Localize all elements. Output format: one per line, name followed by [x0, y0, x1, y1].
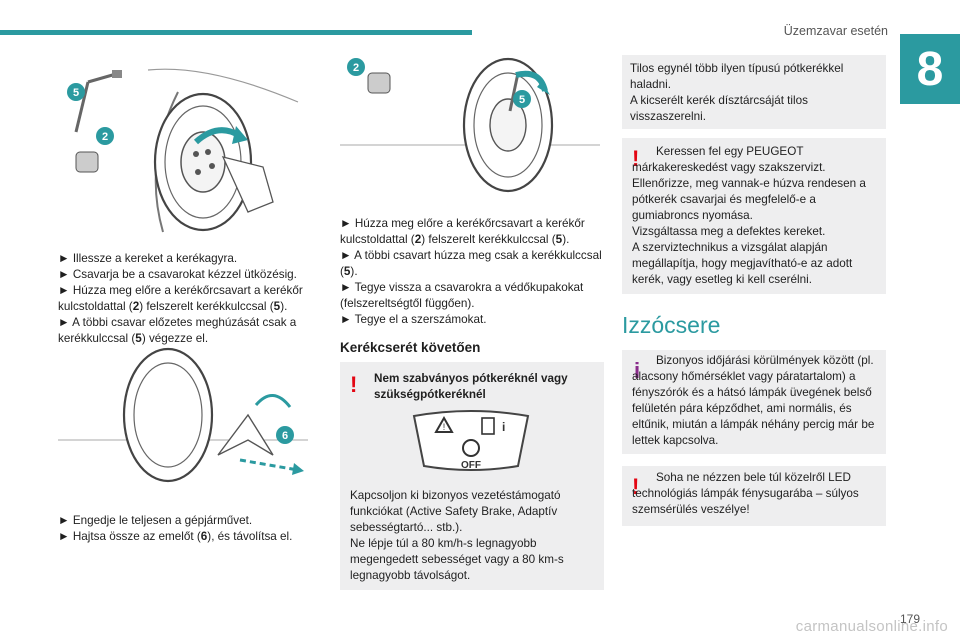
info-icon: i [634, 358, 641, 383]
badge-2: 2 [353, 62, 359, 74]
badge-2: 2 [102, 131, 108, 143]
col1-steps-lower: ► Engedje le teljesen a gépjárművet. ► H… [58, 513, 316, 545]
step-text: ► Csavarja be a csavarokat kézzel ütközé… [58, 268, 297, 281]
page-header-title: Üzemzavar esetén [783, 24, 888, 38]
col1-steps: ► Illessze a kereket a kerékagyra. ► Csa… [58, 251, 316, 347]
header-accent-bar [0, 30, 472, 35]
info-text: Bizonyos időjárási körülmények között (p… [632, 354, 875, 447]
step-text: ► Illessze a kereket a kerékagyra. [58, 252, 238, 265]
chapter-number-badge: 8 [900, 34, 960, 104]
warning-text: Ellenőrizze, meg vannak-e húzva rendesen… [632, 177, 866, 286]
wheel-tightening-illustration: 2 5 [340, 57, 600, 193]
warning-icon: ! [350, 372, 358, 397]
step-text: ► Tegye el a szerszámokat. [340, 313, 487, 326]
box-text: A kicserélt kerék dísztárcsáját tilos vi… [630, 94, 808, 123]
info-box-condensation: i Bizonyos időjárási körülmények között … [622, 350, 886, 454]
section-title: Kerékcserét követően [340, 340, 481, 355]
step-text: ► Húzza meg előre a kerékőrcsavart a ker… [58, 284, 303, 313]
step-text: ► A többi csavar előzetes meghúzását csa… [58, 316, 297, 345]
warning-text: Keressen fel egy PEUGEOT márkakereskedés… [632, 145, 826, 174]
warning-box-led: ! Soha ne nézzen bele túl közelről LED t… [622, 466, 886, 526]
badge-5: 5 [519, 94, 525, 106]
info-box-spare-use: Tilos egynél több ilyen típusú pótkerékk… [622, 55, 886, 129]
step-text: ► Engedje le teljesen a gépjárművet. [58, 514, 253, 527]
warning-icon: ! [632, 474, 640, 499]
warning-icon: ! [632, 146, 640, 171]
watermark: carmanualsonline.info [795, 618, 948, 635]
svg-text:i: i [502, 420, 505, 434]
page-number: 179 [899, 612, 920, 626]
box-text: Tilos egynél több ilyen típusú pótkerékk… [630, 62, 844, 91]
col2-steps: ► Húzza meg előre a kerékőrcsavart a ker… [340, 216, 604, 328]
step-text: ► Húzza meg előre a kerékőrcsavart a ker… [340, 217, 585, 246]
warning-text: Soha ne nézzen bele túl közelről LED tec… [632, 471, 859, 516]
warning-box-spare-wheel: ! Nem szabványos pótkeréknél vagy szüksé… [340, 362, 604, 590]
step-text: ► Tegye vissza a csavarokra a védőkupako… [340, 281, 584, 310]
jack-lowering-illustration: 6 [58, 347, 308, 483]
step-text: ► A többi csavart húzza meg csak a kerék… [340, 249, 602, 278]
section-heading-izzocsere: Izzócsere [622, 312, 721, 338]
warning-title: Nem szabványos pótkeréknél vagy szükségp… [374, 372, 568, 401]
warning-box-dealer: ! Keressen fel egy PEUGEOT márkakeresked… [622, 138, 886, 294]
badge-6: 6 [282, 430, 288, 442]
dashboard-warning-icon: ! i OFF [412, 410, 530, 471]
svg-text:!: ! [443, 422, 446, 432]
warning-text: Kapcsoljon ki bizonyos vezetéstámogató f… [350, 489, 564, 582]
wheel-mounting-illustration: 5 2 [67, 68, 299, 233]
badge-5: 5 [73, 87, 79, 99]
step-text: ► Hajtsa össze az emelőt (6), és távolít… [58, 530, 293, 543]
dashboard-off-label: OFF [461, 460, 481, 471]
